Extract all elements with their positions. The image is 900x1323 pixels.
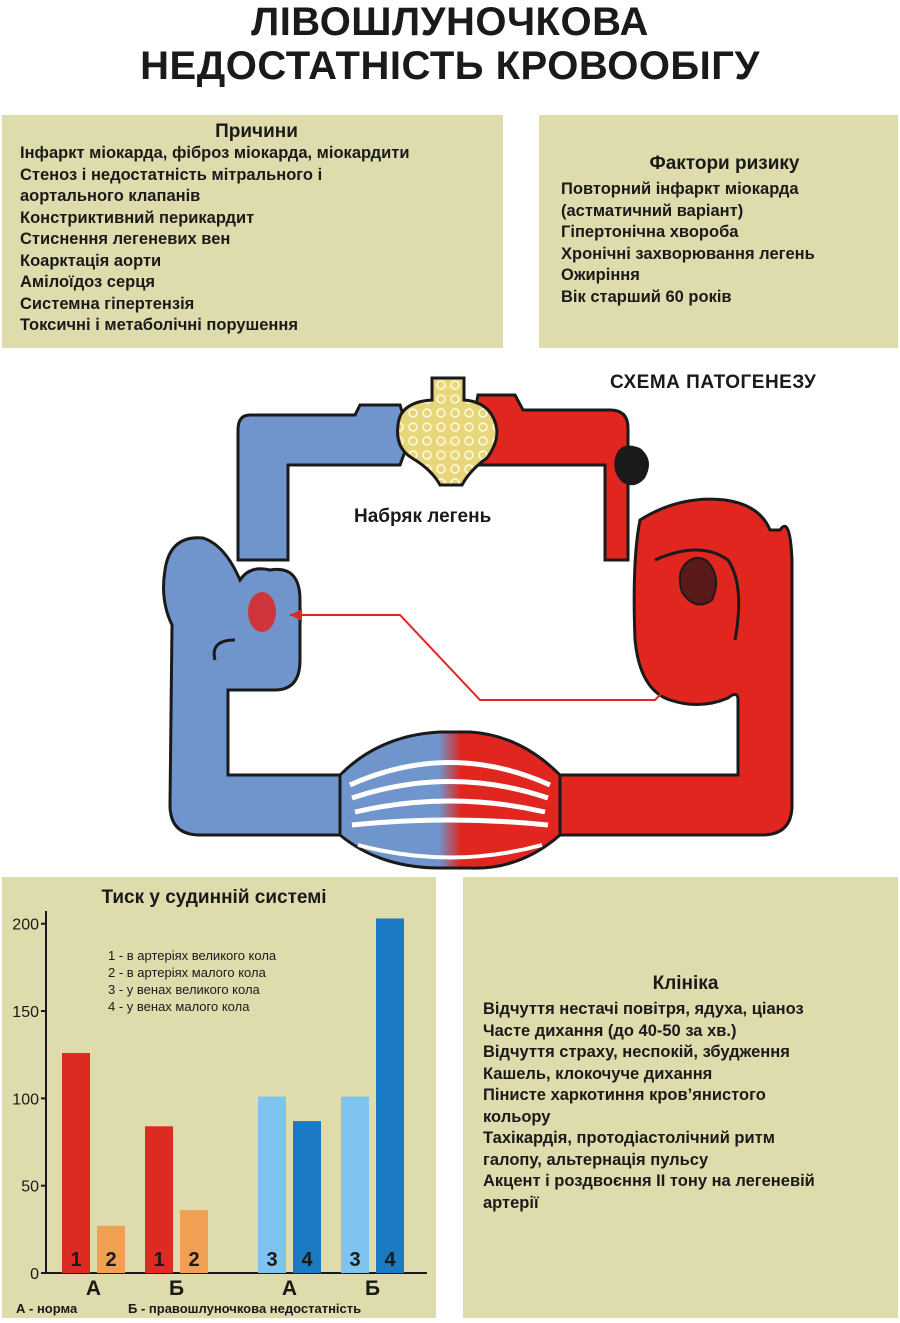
capillary-network [338,730,562,870]
y-tick-label: 200 [12,917,39,934]
causes-item: Амілоїдоз серця [20,273,156,291]
y-tick-label: 50 [21,1179,39,1196]
clinic-item: Кашель, клокочуче дихання [483,1064,713,1083]
y-tick-label: 100 [12,1091,39,1108]
pressure-bar-chart: Тиск у судинній системі 1 - в артеріях в… [12,887,427,1316]
clinic-item: Пінисте харкотиння кров’янистого [483,1086,766,1104]
bar-А-2 [97,1225,125,1273]
clinic-item: артерії [483,1193,539,1212]
arterial-circulation [468,393,794,837]
clinic-panel: Клініка Відчуття нестачі повітря, ядуха,… [463,877,898,1318]
bar-Б-3 [341,1096,369,1273]
risk-factor-item: Хронічні захворювання легень [561,244,815,263]
clinic-item: галопу, альтернація пульсу [483,1150,709,1169]
causes-item: Стиснення легеневих вен [20,230,231,248]
causes-item: Системна гіпертензія [20,294,195,313]
schema-title: СХЕМА ПАТОГЕНЕЗУ [610,372,817,393]
clinic-heading: Клініка [652,973,719,994]
causes-item: Стеноз і недостатність мітрального і [20,165,323,184]
clinic-item: кольору [483,1107,551,1126]
bar-А-4 [293,1121,321,1273]
chart-legend: 1 - в артеріях великого кола 2 - в артері… [108,948,277,1014]
legend-entry: 2 - в артеріях малого кола [108,965,267,980]
bar-Б-2 [180,1210,208,1273]
legend-entry: 3 - у венах великого кола [108,982,261,997]
group-label: А [282,1277,297,1300]
connector-arrowhead [290,609,302,621]
pulmonary-edema-label: Набряк легень [354,506,492,527]
risk-factor-item: Вік старший 60 років [561,287,732,306]
group-label: Б [169,1277,184,1300]
bar-number-label: 2 [188,1249,199,1271]
causes-heading: Причини [215,121,298,142]
bar-number-label: 3 [266,1249,277,1271]
bar-number-label: 3 [349,1249,360,1271]
clinic-item: Акцент і роздвоєння ІІ тону на легеневій [483,1172,815,1190]
risk-factors-heading: Фактори ризику [649,153,800,174]
bar-Б-4 [376,918,404,1273]
chart-title: Тиск у судинній системі [101,887,326,908]
risk-factor-item: (астматичний варіант) [561,201,744,220]
footnote-a: А - норма [16,1301,78,1316]
bar-А-1 [62,1052,90,1273]
legend-entry: 4 - у венах малого кола [108,999,250,1014]
bar-number-label: 1 [70,1249,81,1271]
pathogenesis-connector-line [290,614,676,701]
clinic-item: Відчуття нестачі повітря, ядуха, ціаноз [483,1000,804,1018]
legend-entry: 1 - в артеріях великого кола [108,948,277,963]
risk-factor-item: Гіпертонічна хвороба [561,223,739,241]
bar-А-3 [258,1096,286,1273]
y-tick-label: 0 [30,1266,39,1283]
causes-item: Коарктація аорти [20,251,162,270]
causes-item: Інфаркт міокарда, фіброз міокарда, міока… [20,144,410,162]
page-title-line1: ЛІВОШЛУНОЧКОВА [251,0,649,44]
causes-list: Інфаркт міокарда, фіброз міокарда, міока… [20,143,493,337]
causes-item: Констриктивний перикардит [20,208,255,227]
causes-item: аортального клапанів [20,187,201,205]
lungs [396,376,499,487]
bar-Б-1 [145,1126,173,1273]
group-label: А [86,1277,101,1300]
pathogenesis-diagram [162,376,794,870]
group-label: Б [365,1277,380,1300]
footnote-b: Б - правошлуночкова недостатність [128,1301,361,1316]
clinic-item: Часте дихання (до 40-50 за хв.) [483,1021,737,1040]
chart-axes: 0 50 100 150 200 [12,911,427,1283]
bar-number-label: 1 [153,1249,164,1271]
risk-factors-panel: Фактори ризику Повторний інфаркт міокард… [539,115,898,348]
bar-number-label: 4 [384,1249,396,1271]
pressure-chart-panel: Тиск у судинній системі 1 - в артеріях в… [2,877,436,1318]
risk-factors-list: Повторний інфаркт міокарда (астматичний в… [561,179,888,308]
clinic-item: Відчуття страху, неспокій, збудження [483,1043,790,1061]
risk-factor-item: Повторний інфаркт міокарда [561,180,799,198]
causes-panel: Причини Інфаркт міокарда, фіброз міокард… [2,115,503,348]
bar-number-label: 4 [301,1249,313,1271]
clinic-item: Тахікардія, протодіастолічний ритм [483,1129,775,1147]
bar-number-label: 2 [105,1249,116,1271]
ischemia-spot [248,592,276,632]
risk-factor-item: Ожиріння [561,266,640,284]
y-tick-label: 150 [12,1004,39,1021]
causes-item: Токсичні і метаболічні порушення [20,316,298,334]
page-title-line2: НЕДОСТАТНІСТЬ КРОВООБІГУ [140,44,760,88]
